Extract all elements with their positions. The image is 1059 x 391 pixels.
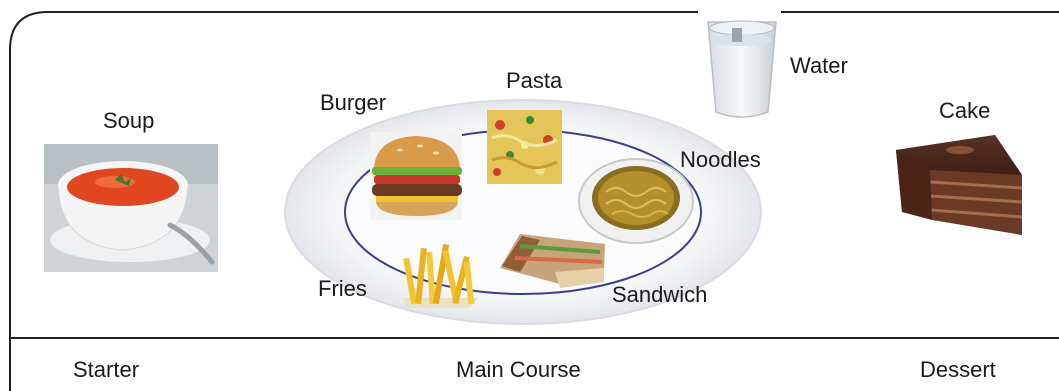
starter-section-label: Starter: [73, 357, 140, 382]
water-image: [707, 20, 777, 118]
noodles-image: [578, 158, 694, 244]
noodles-label: Noodles: [680, 147, 761, 172]
soup-image: [44, 144, 218, 272]
cake-label: Cake: [939, 98, 991, 123]
pasta-label: Pasta: [506, 68, 563, 93]
dessert-section-label: Dessert: [920, 357, 996, 382]
burger-image: [370, 132, 462, 220]
sandwich-image: [500, 234, 605, 288]
cake-image: [896, 135, 1023, 235]
fries-image: [402, 243, 478, 308]
water-label: Water: [790, 53, 848, 78]
burger-label: Burger: [320, 90, 387, 115]
main-course-section-label: Main Course: [456, 357, 581, 382]
sandwich-label: Sandwich: [612, 282, 708, 307]
soup-label: Soup: [103, 108, 155, 133]
pasta-image: [487, 110, 562, 184]
fries-label: Fries: [318, 276, 367, 301]
frame-border: [9, 11, 1059, 391]
